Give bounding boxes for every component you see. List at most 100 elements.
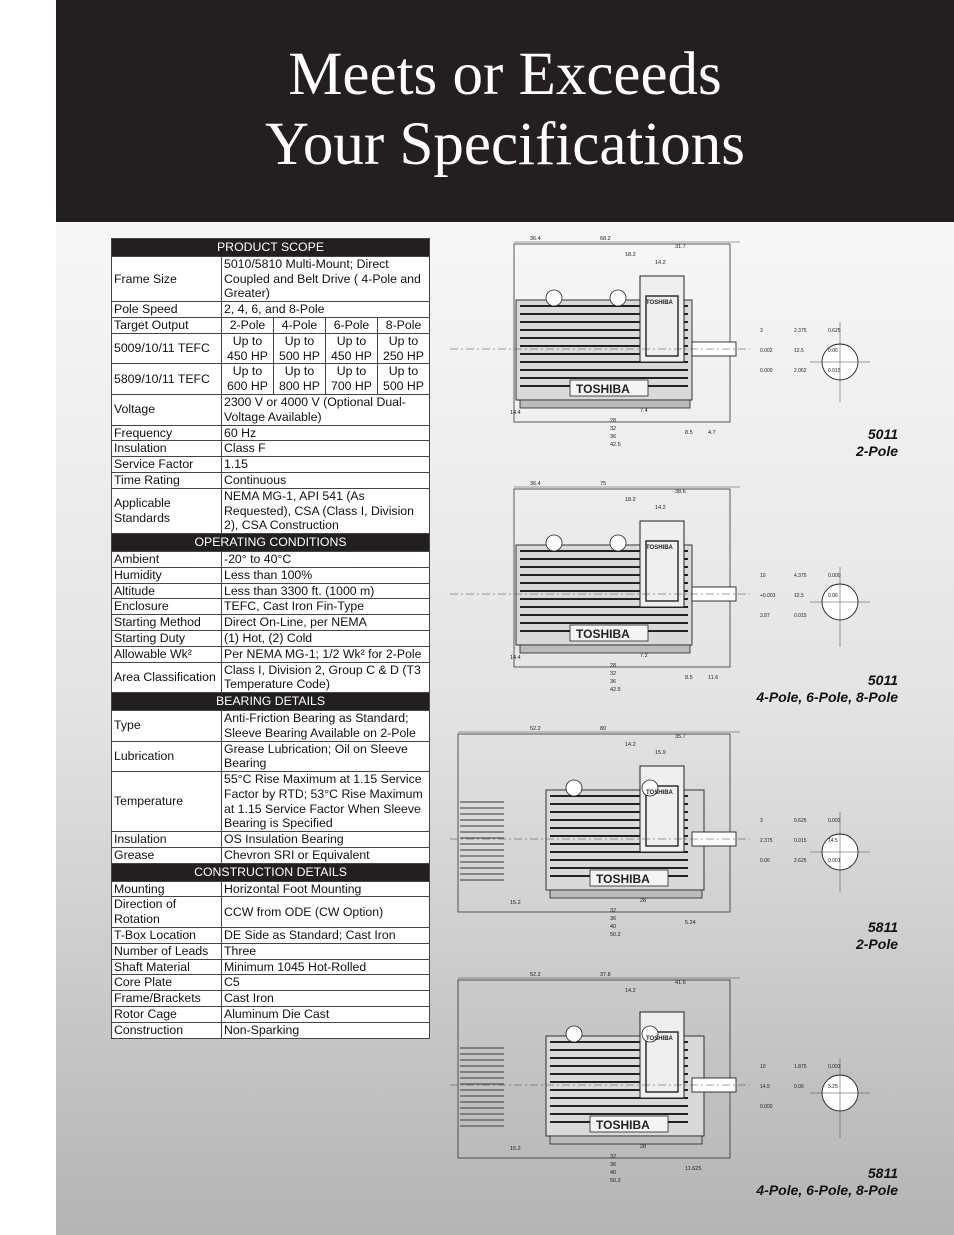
bottom-dimension-label: 11.6 bbox=[708, 675, 718, 681]
name-plate bbox=[589, 1115, 669, 1133]
terminal-box-inner bbox=[645, 540, 679, 602]
motor-feet bbox=[519, 399, 691, 409]
brand-logo-text: TOSHIBA bbox=[576, 382, 630, 396]
bottom-dimension-label: 14.4 bbox=[510, 410, 521, 416]
side-dimension-label: 5.25 bbox=[828, 1084, 838, 1090]
top-dimension-label: 36.4 bbox=[530, 481, 541, 487]
top-dimension-label: 14.2 bbox=[655, 260, 666, 266]
side-dimension-label: 14.5 bbox=[760, 1084, 770, 1090]
lifting-eye bbox=[565, 779, 583, 797]
lifting-eye bbox=[609, 534, 627, 552]
page-title: Meets or Exceeds Your Specifications bbox=[56, 40, 954, 180]
bottom-dimension-label: 14.4 bbox=[510, 655, 521, 661]
side-dimension-label: 0.015 bbox=[828, 368, 841, 374]
top-dimension-label: 37.8 bbox=[600, 972, 611, 978]
section-product-scope: PRODUCT SCOPE bbox=[110, 238, 431, 257]
top-dimension-label: 75 bbox=[600, 481, 606, 487]
side-dimension-label: 0.625 bbox=[828, 328, 841, 334]
top-dimension-label: 15.9 bbox=[655, 750, 666, 756]
bottom-dimension-label: 42.5 bbox=[610, 687, 621, 693]
side-dimension-label: 2.375 bbox=[794, 328, 807, 334]
section-construction-details: CONSTRUCTION DETAILS bbox=[110, 862, 431, 882]
lifting-eye bbox=[641, 779, 659, 797]
bottom-dimension-label: 15.2 bbox=[510, 900, 521, 906]
top-dimension-label: 52.2 bbox=[530, 726, 541, 732]
top-dimension-label: 80 bbox=[600, 726, 606, 732]
brand-logo-text: TOSHIBA bbox=[576, 627, 630, 641]
bottom-dimension-label: 11.625 bbox=[685, 1166, 701, 1172]
top-dimension-label: 31.7 bbox=[675, 244, 686, 250]
side-dimension-label: 3 bbox=[760, 328, 763, 334]
bottom-dimension-label: 40 bbox=[610, 924, 616, 930]
brand-logo-small: TOSHIBA bbox=[646, 790, 674, 796]
bottom-dimension-label: 32 bbox=[610, 426, 616, 432]
drawing-frame bbox=[457, 979, 731, 1159]
terminal-box-inner bbox=[645, 1031, 679, 1093]
bottom-dimension-label: 28 bbox=[640, 898, 646, 904]
top-dimension-label: 52.2 bbox=[530, 972, 541, 978]
lifting-eye bbox=[565, 1025, 583, 1043]
bottom-dimension-label: 7.2 bbox=[640, 653, 648, 659]
brand-logo-small: TOSHIBA bbox=[646, 300, 674, 306]
bottom-dimension-label: 50.2 bbox=[610, 1178, 621, 1184]
side-dimension-label: 3.87 bbox=[760, 613, 770, 619]
row-starting-duty: Starting Duty(1) Hot, (2) Cold bbox=[111, 629, 431, 647]
bottom-dimension-label: 15.2 bbox=[510, 1146, 521, 1152]
side-dimension-label: 12.5 bbox=[794, 593, 804, 599]
brand-logo-small: TOSHIBA bbox=[646, 1036, 674, 1042]
caption-5011-2-pole: 5011 2-Pole bbox=[855, 426, 898, 459]
terminal-box-inner bbox=[645, 295, 679, 357]
side-dimension-label: 12.5 bbox=[794, 348, 804, 354]
side-dimension-label: 0.015 bbox=[794, 838, 807, 844]
bottom-dimension-label: 32 bbox=[610, 1154, 616, 1160]
bottom-dimension-label: 36 bbox=[610, 434, 616, 440]
bottom-dimension-label: 40 bbox=[610, 1170, 616, 1176]
side-dimension-label: 0.06 bbox=[828, 348, 838, 354]
side-dimension-label: 4.375 bbox=[794, 573, 807, 579]
side-dimension-label: 2.062 bbox=[794, 368, 807, 374]
top-dimension-label: 35.7 bbox=[675, 734, 686, 740]
lifting-eye bbox=[545, 289, 563, 307]
top-dimension-label: 41.6 bbox=[675, 980, 686, 986]
bottom-dimension-label: 36 bbox=[610, 1162, 616, 1168]
bottom-dimension-label: 28 bbox=[640, 1144, 646, 1150]
header-banner: Meets or Exceeds Your Specifications bbox=[56, 0, 954, 222]
bottom-dimension-label: 28 bbox=[610, 663, 616, 669]
top-dimension-label: 36.4 bbox=[530, 236, 541, 242]
side-dimension-label: 0.003 bbox=[828, 1064, 841, 1070]
top-dimension-label: 14.2 bbox=[625, 988, 636, 994]
lifting-eye bbox=[609, 289, 627, 307]
bottom-dimension-label: 50.2 bbox=[610, 932, 621, 938]
side-dimension-label: 0.000 bbox=[760, 1104, 773, 1110]
side-dimension-label: 1.875 bbox=[794, 1064, 807, 1070]
side-dimension-label: 10 bbox=[760, 573, 766, 579]
terminal-box-inner bbox=[645, 785, 679, 847]
top-dimension-label: 38.6 bbox=[675, 489, 686, 495]
side-dimension-label: 0.001 bbox=[828, 858, 841, 864]
section-bearing-details: BEARING DETAILS bbox=[110, 692, 431, 711]
bottom-dimension-label: 42.5 bbox=[610, 442, 621, 448]
